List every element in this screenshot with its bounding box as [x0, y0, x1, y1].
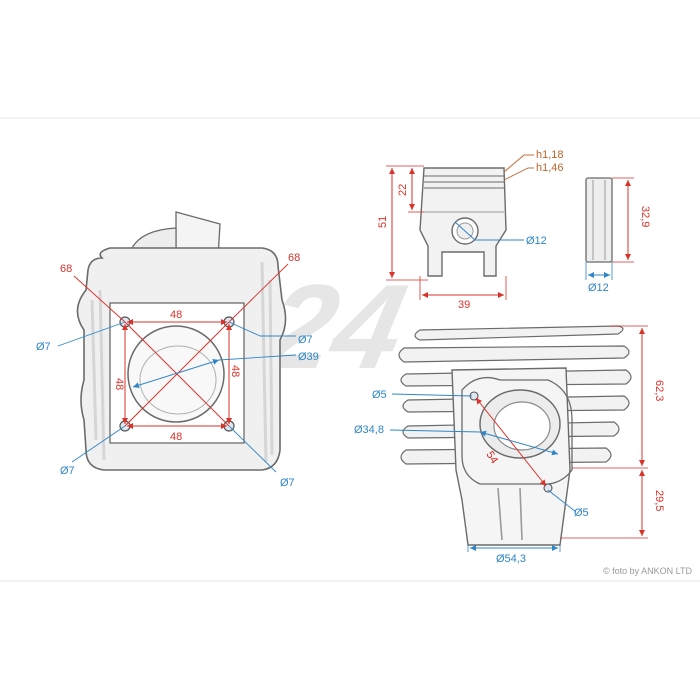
label-stud-upper: Ø5: [372, 389, 387, 401]
label-ring1: h1,18: [536, 149, 564, 161]
label-port-diameter: Ø34,8: [354, 424, 384, 436]
label-hole-tl: Ø7: [36, 341, 51, 353]
leader-stud-lower: [547, 489, 577, 513]
leader-hole-tl: [57, 321, 126, 347]
leader-hole-tr: [228, 321, 261, 337]
leader-port: [389, 429, 481, 433]
piston-pin-body: [585, 177, 613, 263]
label-hole-tr: Ø7: [298, 334, 313, 346]
label-bore: Ø39: [298, 351, 319, 363]
label-side-upper-height: 62,3: [653, 380, 665, 401]
label-pin-bore: Ø12: [526, 235, 547, 247]
leader-stud-upper: [391, 393, 473, 397]
cylinder-top-shading: [90, 261, 274, 463]
label-stud-lower: Ø5: [574, 507, 589, 519]
label-ring2: h1,46: [536, 162, 564, 174]
dim-pin-bore: [454, 221, 476, 241]
leader-bore: [218, 354, 297, 361]
leader-diag-right: [228, 263, 289, 323]
cylinder-top-view: 68 68 48 48 48 48 Ø7 Ø7 Ø39 Ø7 Ø7: [36, 211, 319, 489]
leader-hole-br: [228, 425, 277, 473]
leader-diag-left: [73, 275, 126, 323]
cylinder-side-view: 62,3 29,5 54 Ø5 Ø34,8 Ø5 Ø54,3: [354, 325, 665, 565]
label-right-48: 48: [229, 365, 241, 377]
dim-bore-diameter: [132, 358, 220, 389]
label-piston-height: 51: [377, 216, 389, 228]
exhaust-port-inner: [493, 401, 551, 451]
label-pin-diameter: Ø12: [588, 282, 609, 294]
label-ring-zone: 22: [397, 184, 409, 196]
label-top-48: 48: [170, 309, 182, 321]
dim-port-diameter: [479, 430, 559, 456]
cylinder-top-boss: [131, 227, 177, 251]
transfer-line-1: [497, 487, 503, 541]
label-diag-right-68: 68: [288, 252, 300, 264]
cooling-fin-1: [414, 325, 624, 341]
label-port-distance: 54: [483, 449, 500, 466]
label-hole-br: Ø7: [280, 477, 295, 489]
label-pin-length: 32,9: [639, 206, 651, 227]
label-left-48: 48: [113, 378, 125, 390]
exhaust-flange: [461, 376, 573, 485]
label-side-lower-height: 29,5: [653, 490, 665, 511]
photo-credit: © foto by ANKON LTD: [603, 566, 692, 576]
leader-hole-bl: [71, 425, 126, 463]
cooling-fin-2: [398, 345, 630, 363]
leader-ring1: [503, 154, 525, 173]
label-diag-left-68: 68: [60, 263, 72, 275]
label-piston-diameter: 39: [458, 299, 470, 311]
label-bottom-48: 48: [170, 431, 182, 443]
leader-ring2: [503, 167, 529, 181]
label-hole-bl: Ø7: [60, 465, 75, 477]
piston-pin-view: 32,9 Ø12: [585, 177, 651, 294]
label-base-diameter: Ø54,3: [496, 553, 526, 565]
piston-view: h1,18 h1,46 51 22 Ø12 39: [377, 149, 564, 311]
transfer-line-2: [519, 487, 523, 541]
